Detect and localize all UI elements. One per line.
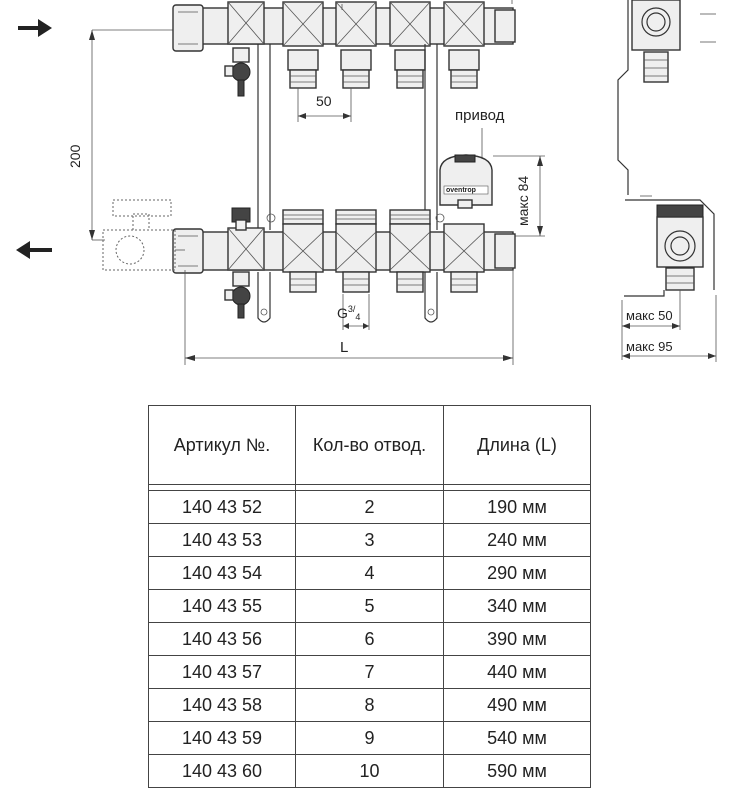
cell-article: 140 43 57	[148, 655, 296, 689]
cell-length: 190 мм	[443, 490, 591, 524]
return-flow-arrow	[16, 241, 52, 259]
column-header-outlets: Кол-во отвод.	[295, 405, 444, 485]
cell-length: 290 мм	[443, 556, 591, 590]
cell-article: 140 43 53	[148, 523, 296, 557]
cell-article: 140 43 60	[148, 754, 296, 788]
mounting-rods	[257, 44, 438, 230]
cell-length: 240 мм	[443, 523, 591, 557]
column-header-article: Артикул №.	[148, 405, 296, 485]
max-84-label: макс 84	[515, 176, 531, 226]
cell-length: 490 мм	[443, 688, 591, 722]
return-drain-valve	[224, 271, 251, 319]
thread-size-dimension	[342, 294, 370, 330]
dimension-50	[297, 88, 352, 122]
table-row: 140 43 56 6 390 мм	[148, 622, 591, 656]
dimension-length	[184, 270, 514, 365]
table-row: 140 43 57 7 440 мм	[148, 655, 591, 689]
cell-outlets: 3	[295, 523, 444, 557]
table-header-row: Артикул №. Кол-во отвод. Длина (L)	[148, 405, 591, 485]
cell-outlets: 8	[295, 688, 444, 722]
cell-outlets: 4	[295, 556, 444, 590]
actuator-label: привод	[455, 107, 505, 124]
max-50-label: макс 50	[626, 308, 673, 323]
supply-flow-arrow	[18, 19, 52, 37]
return-outlets	[227, 209, 485, 293]
supply-drain-valve	[224, 47, 251, 97]
actuator	[439, 154, 493, 209]
length-label: L	[340, 339, 348, 356]
table-row: 140 43 60 10 590 мм	[148, 754, 591, 788]
table-row: 140 43 58 8 490 мм	[148, 688, 591, 722]
cell-article: 140 43 56	[148, 622, 296, 656]
column-header-length: Длина (L)	[443, 405, 591, 485]
cell-outlets: 7	[295, 655, 444, 689]
cell-article: 140 43 58	[148, 688, 296, 722]
cell-article: 140 43 52	[148, 490, 296, 524]
cell-length: 390 мм	[443, 622, 591, 656]
manifold-technical-drawing: 200	[16, 0, 717, 365]
table-row: 140 43 53 3 240 мм	[148, 523, 591, 557]
dim-50-label: 50	[316, 93, 332, 109]
table-row: 140 43 55 5 340 мм	[148, 589, 591, 623]
cell-article: 140 43 55	[148, 589, 296, 623]
table-row: 140 43 59 9 540 мм	[148, 721, 591, 755]
cell-outlets: 2	[295, 490, 444, 524]
table-row: 140 43 54 4 290 мм	[148, 556, 591, 590]
cell-length: 340 мм	[443, 589, 591, 623]
dimension-max-50	[621, 290, 681, 360]
cell-outlets: 10	[295, 754, 444, 788]
cell-length: 590 мм	[443, 754, 591, 788]
table-row: 140 43 52 2 190 мм	[148, 490, 591, 524]
brand-label: oventrop	[446, 187, 476, 194]
max-95-label: макс 95	[626, 339, 673, 354]
cell-outlets: 5	[295, 589, 444, 623]
side-view	[617, 0, 716, 297]
thread-size-label: G3/4	[337, 304, 360, 322]
cell-length: 440 мм	[443, 655, 591, 689]
dim-200-label: 200	[67, 144, 83, 168]
cell-article: 140 43 54	[148, 556, 296, 590]
dimension-max-95	[622, 295, 717, 362]
return-vent-valve	[231, 207, 445, 231]
dimension-200	[89, 29, 180, 241]
spec-table: Артикул №. Кол-во отвод. Длина (L) 140 4…	[148, 405, 591, 788]
mounting-tabs	[257, 272, 438, 323]
ball-valve	[102, 199, 185, 271]
supply-outlets	[227, 1, 485, 89]
cell-length: 540 мм	[443, 721, 591, 755]
dimension-max-84	[493, 155, 545, 237]
cell-article: 140 43 59	[148, 721, 296, 755]
cell-outlets: 6	[295, 622, 444, 656]
